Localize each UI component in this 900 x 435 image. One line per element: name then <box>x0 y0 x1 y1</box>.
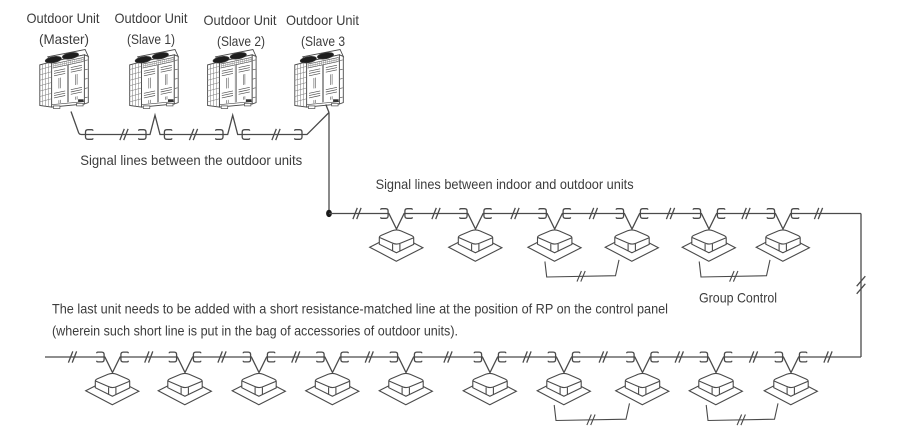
svg-text:(wherein such short line is pu: (wherein such short line is put in the b… <box>52 323 458 339</box>
svg-text:Outdoor Unit: Outdoor Unit <box>115 10 188 26</box>
svg-text:Signal lines between the outdo: Signal lines between the outdoor units <box>80 152 302 168</box>
svg-text:(Slave 2): (Slave 2) <box>217 33 265 49</box>
svg-text:(Slave 3: (Slave 3 <box>301 33 345 49</box>
svg-text:(Master): (Master) <box>39 31 89 47</box>
svg-text:Group Control: Group Control <box>699 289 777 305</box>
svg-text:The last unit needs to be adde: The last unit needs to be added with a s… <box>52 301 668 317</box>
svg-text:Outdoor Unit: Outdoor Unit <box>286 12 359 28</box>
svg-text:(Slave 1): (Slave 1) <box>127 31 175 47</box>
svg-text:Signal lines between indoor an: Signal lines between indoor and outdoor … <box>376 176 634 192</box>
svg-text:Outdoor Unit: Outdoor Unit <box>204 12 277 28</box>
svg-text:Outdoor Unit: Outdoor Unit <box>27 10 100 26</box>
